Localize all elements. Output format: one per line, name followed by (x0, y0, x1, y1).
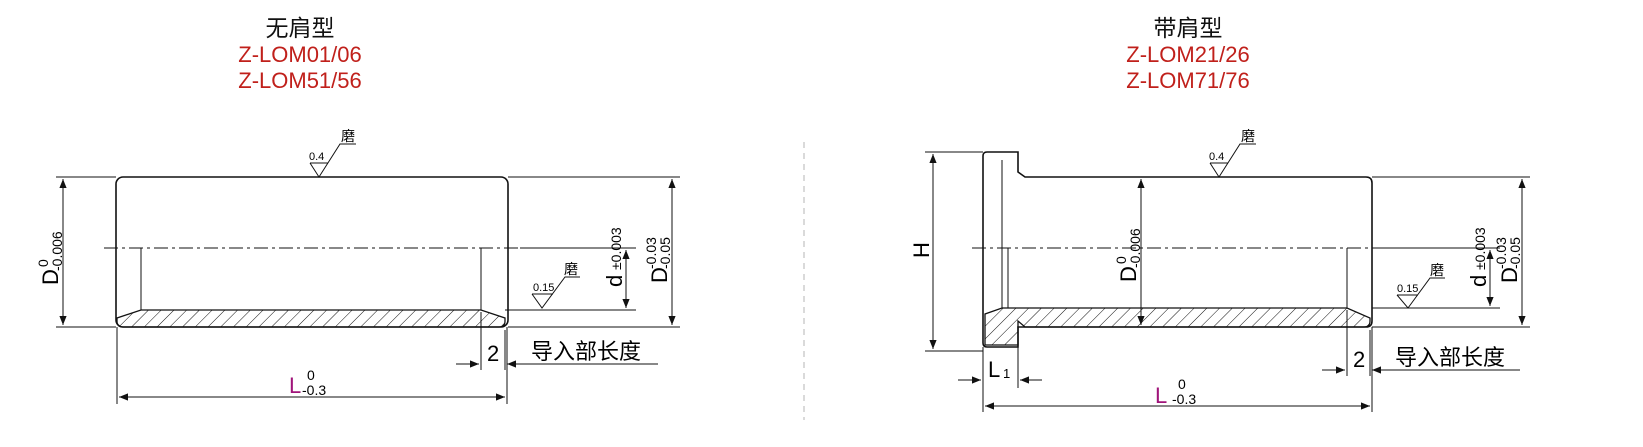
right-lead-label: 导入部长度 (1395, 346, 1505, 371)
right-surface-finish-symbol (1209, 143, 1256, 178)
left-section-hatch (116, 309, 506, 328)
left-L-lower-tol: -0.3 (302, 382, 326, 398)
svg-text:d: d (602, 275, 627, 287)
left-bushing-outline (115, 176, 509, 328)
svg-text:d: d (1466, 275, 1491, 287)
right-H-label: H (909, 242, 934, 258)
right-title-block: 带肩型 Z-LOM21/26 Z-LOM71/76 (1088, 16, 1288, 94)
svg-text:-0.006: -0.006 (1127, 228, 1143, 268)
right-bushing (982, 151, 1373, 348)
right-type-title: 带肩型 (1153, 16, 1223, 42)
left-lead-value: 2 (487, 341, 499, 366)
svg-text:±0.003: ±0.003 (1472, 227, 1488, 270)
right-section-hatch (984, 307, 1371, 346)
left-bushing (115, 176, 509, 328)
left-D-dim-lines (56, 176, 116, 328)
left-bore-roughness: 0.15 (533, 282, 554, 294)
right-part-code-1: Z-LOM21/26 (1126, 42, 1250, 67)
left-L-letter: L (289, 373, 301, 398)
right-L1-dim-lines (958, 347, 1042, 412)
right-L-upper-tol: 0 (1178, 376, 1186, 392)
right-part-code-2: Z-LOM71/76 (1126, 68, 1250, 93)
left-L-upper-tol: 0 (307, 367, 315, 383)
svg-text:-0.03: -0.03 (1493, 237, 1509, 269)
left-surface-roughness: 0.4 (309, 151, 324, 163)
svg-text:-0.006: -0.006 (49, 231, 65, 271)
right-surface-roughness: 0.4 (1209, 151, 1224, 163)
svg-text:±0.003: ±0.003 (608, 227, 624, 270)
right-L1-letter: L (988, 357, 1000, 382)
left-surface-finish-symbol (309, 143, 356, 178)
svg-text:-0.03: -0.03 (643, 237, 659, 269)
right-d-dim-text: d ±0.003 (1466, 227, 1491, 287)
left-bore-finish-symbol (531, 276, 580, 309)
svg-text:D: D (1116, 266, 1141, 282)
right-D-dim-text: D 0 -0.006 (1113, 228, 1143, 282)
svg-text:D: D (38, 269, 63, 285)
right-L-letter: L (1155, 383, 1167, 408)
left-L-dim-lines (116, 327, 508, 404)
left-part-code-1: Z-LOM01/06 (238, 42, 362, 67)
left-title-block: 无肩型 Z-LOM01/06 Z-LOM51/56 (200, 16, 400, 94)
right-lead-value: 2 (1353, 347, 1365, 372)
svg-text:D: D (647, 267, 672, 283)
svg-text:D: D (1497, 267, 1522, 283)
right-bore-roughness: 0.15 (1397, 283, 1418, 295)
left-D2-dim-text: D -0.03 -0.05 (643, 237, 673, 283)
right-bore-grind-label: 磨 (1430, 263, 1444, 279)
right-D2-dim-lines (1372, 176, 1530, 328)
right-lead-dim-lines (1322, 310, 1520, 376)
right-L-lower-tol: -0.3 (1172, 391, 1196, 407)
svg-text:0: 0 (1113, 256, 1129, 264)
left-grind-label: 磨 (341, 129, 355, 145)
left-bore-grind-label: 磨 (564, 262, 578, 278)
right-bore-finish-symbol (1396, 277, 1445, 309)
svg-text:-0.05: -0.05 (1507, 237, 1523, 269)
right-d-dim-lines (1372, 247, 1500, 309)
right-L1-subscript: 1 (1003, 366, 1010, 381)
left-d-dim-lines (505, 247, 636, 311)
left-type-title: 无肩型 (265, 16, 335, 42)
right-H-dim-lines (925, 151, 983, 352)
right-grind-label: 磨 (1241, 129, 1255, 145)
svg-text:0: 0 (35, 259, 51, 267)
left-lead-dim-lines (456, 312, 658, 370)
left-D-dim-text: D 0 -0.006 (35, 231, 65, 285)
right-D2-dim-text: D -0.03 -0.05 (1493, 237, 1523, 283)
right-L-dim-lines (985, 327, 1373, 412)
left-part-code-2: Z-LOM51/56 (238, 68, 362, 93)
svg-text:-0.05: -0.05 (657, 237, 673, 269)
left-lead-label: 导入部长度 (531, 340, 641, 365)
left-d-dim-text: d ±0.003 (602, 227, 627, 287)
left-D2-dim-lines (508, 176, 680, 328)
